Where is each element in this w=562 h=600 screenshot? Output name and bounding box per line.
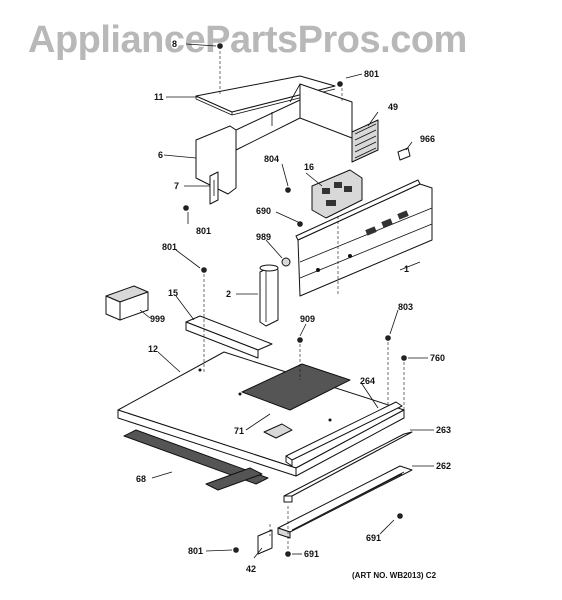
callout-68: 68 xyxy=(136,474,146,484)
part-262-vent-trim xyxy=(277,465,413,539)
part-2-tube xyxy=(259,264,279,327)
callout-8: 8 xyxy=(172,39,177,49)
callout-760: 760 xyxy=(430,353,445,363)
part-264-front-strip xyxy=(285,401,403,467)
callout-989: 989 xyxy=(256,232,271,242)
callout-49: 49 xyxy=(388,102,398,112)
screw-icon xyxy=(183,43,407,557)
watermark: AppliancePartsPros.com xyxy=(28,19,467,61)
part-989-grommet xyxy=(281,257,291,267)
callout-801: 801 xyxy=(188,546,203,556)
callout-11: 11 xyxy=(154,92,164,102)
callout-264: 264 xyxy=(360,376,375,386)
callout-691: 691 xyxy=(366,533,381,543)
callout-804: 804 xyxy=(264,154,279,164)
callout-263: 263 xyxy=(436,425,451,435)
part-263-trim xyxy=(283,431,413,503)
part-49-vent-grille xyxy=(351,119,379,163)
callout-691: 691 xyxy=(304,549,319,559)
part-68-lower-panel xyxy=(123,429,269,491)
callout-42: 42 xyxy=(246,564,256,574)
callout-966: 966 xyxy=(420,134,435,144)
assembly-lines xyxy=(203,216,405,550)
callout-1: 1 xyxy=(404,264,409,274)
part-999-box xyxy=(105,285,149,321)
part-16-control-board xyxy=(311,169,363,219)
callout-71: 71 xyxy=(234,426,244,436)
callout-12: 12 xyxy=(148,344,158,354)
callout-labels: 8 801 11 49 966 6 804 16 7 690 801 989 8… xyxy=(136,39,451,574)
callout-15: 15 xyxy=(168,288,178,298)
art-number: (ART NO. WB2013) C2 xyxy=(352,571,437,580)
callout-16: 16 xyxy=(304,162,314,172)
callout-999: 999 xyxy=(150,314,165,324)
callout-6: 6 xyxy=(158,150,163,160)
callout-2: 2 xyxy=(226,289,231,299)
part-15-support-bracket xyxy=(185,315,273,359)
part-7-bracket xyxy=(209,171,219,205)
part-6-frame xyxy=(195,46,353,195)
leader-lines xyxy=(139,43,434,559)
part-966-clip xyxy=(397,147,411,161)
callout-801: 801 xyxy=(196,226,211,236)
part-1-control-panel xyxy=(295,179,433,297)
callout-801: 801 xyxy=(162,242,177,252)
part-71-insulation xyxy=(241,363,351,439)
callout-909: 909 xyxy=(300,314,315,324)
callout-690: 690 xyxy=(256,206,271,216)
callout-7: 7 xyxy=(174,181,179,191)
callout-262: 262 xyxy=(436,461,451,471)
callout-801: 801 xyxy=(364,69,379,79)
callout-803: 803 xyxy=(398,302,413,312)
